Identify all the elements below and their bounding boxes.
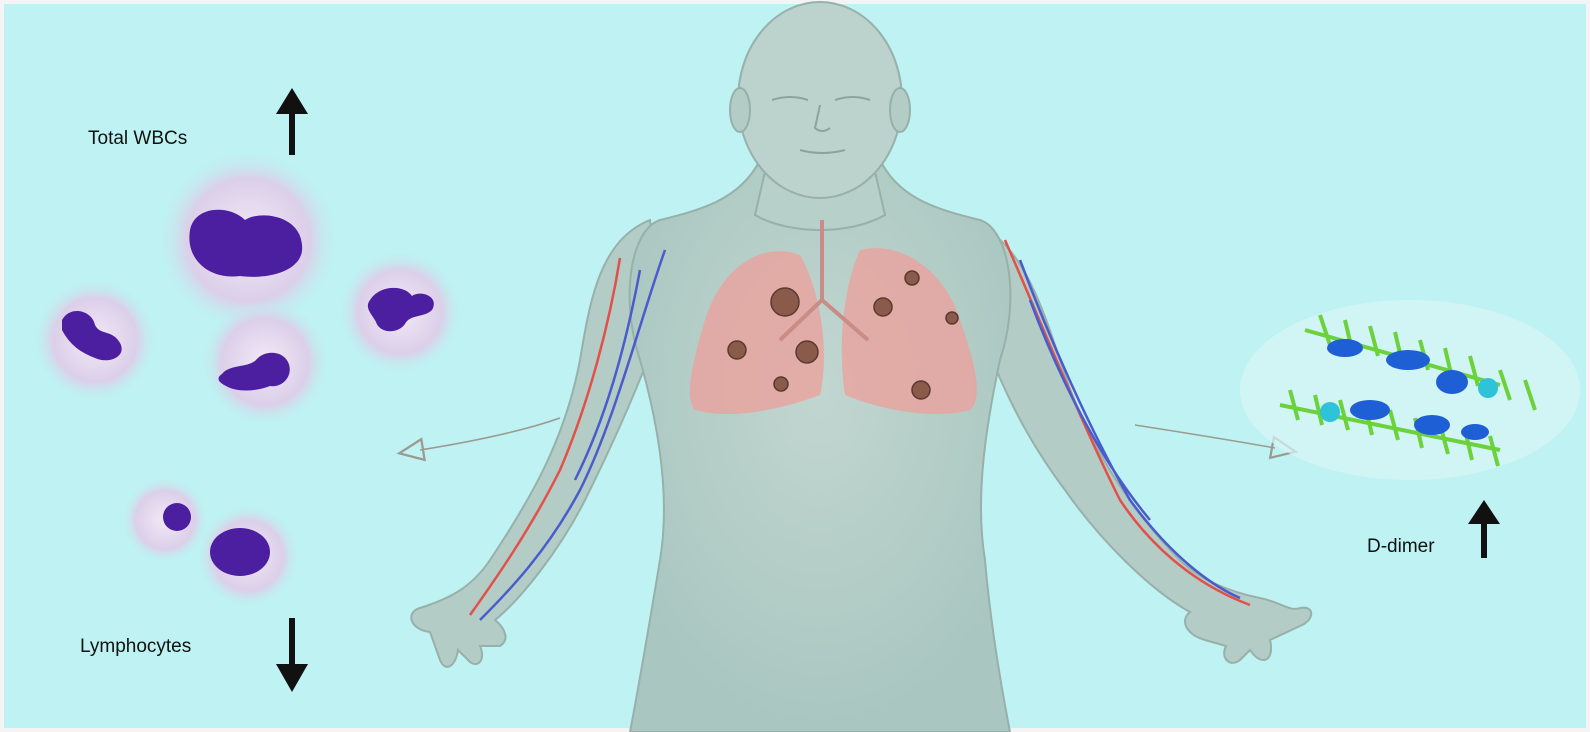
right-ear xyxy=(890,88,910,132)
virus-icon xyxy=(728,341,746,359)
virus-icon xyxy=(946,312,958,324)
fibrin-illustration xyxy=(1240,300,1580,480)
lymphocyte-cell xyxy=(123,478,207,562)
d-dimer-label: D-dimer xyxy=(1367,536,1435,558)
lymphocytes-label: Lymphocytes xyxy=(80,636,191,658)
total-wbcs-label: Total WBCs xyxy=(88,128,187,150)
neutrophil-cell xyxy=(203,300,327,424)
connector-right xyxy=(1135,425,1275,448)
white-blood-cells xyxy=(35,152,460,606)
virus-icon xyxy=(912,381,930,399)
virus-icon xyxy=(796,341,818,363)
left-ear xyxy=(730,88,750,132)
cell-nucleus xyxy=(163,503,191,531)
monocyte-cell xyxy=(160,152,336,328)
connector-left xyxy=(420,418,560,450)
neutrophil-cell xyxy=(340,252,460,372)
neutrophil-cell xyxy=(35,280,155,400)
arrow-up-icon xyxy=(1468,500,1500,558)
head xyxy=(738,2,902,198)
virus-icon xyxy=(905,271,919,285)
virus-icon xyxy=(774,377,788,391)
arrow-down-icon xyxy=(276,618,308,692)
virus-icon xyxy=(771,288,799,316)
virus-icon xyxy=(874,298,892,316)
lymphocyte-cell xyxy=(198,506,298,606)
right-arm xyxy=(970,220,1311,663)
cell-nucleus xyxy=(210,528,270,576)
arrow-up-icon xyxy=(276,88,308,155)
